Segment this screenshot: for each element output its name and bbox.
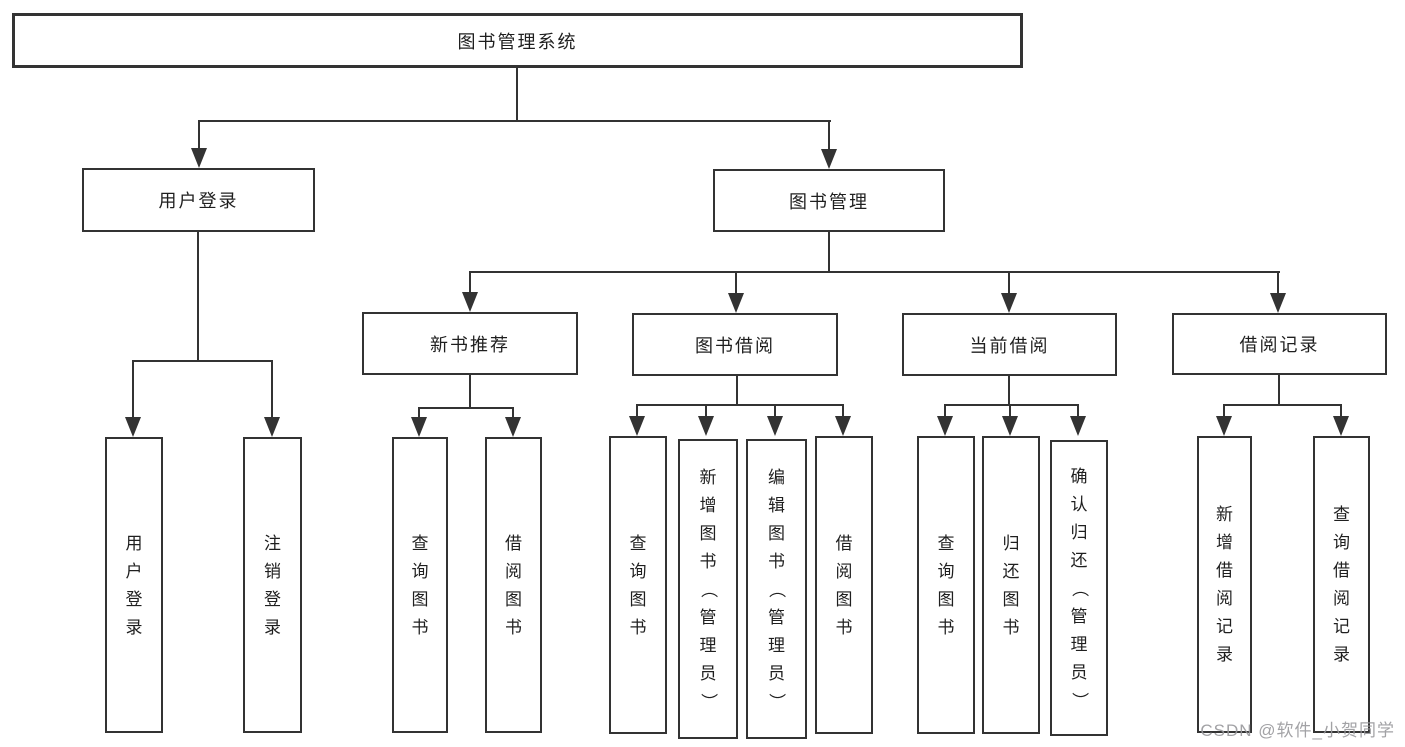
leaf-label: 借阅图书: [505, 533, 522, 637]
arrow-down-icon: [1002, 416, 1018, 436]
node-borrowing-records: 借阅记录: [1172, 313, 1387, 375]
leaf-label: 归还图书: [1002, 533, 1020, 637]
node-label: 新书推荐: [430, 334, 510, 355]
connector-line: [1223, 404, 1342, 406]
leaf-user-login: 用户登录: [105, 437, 163, 733]
connector-line: [736, 376, 738, 404]
arrow-down-icon: [1070, 416, 1086, 436]
node-book-management: 图书管理: [713, 169, 945, 232]
arrow-down-icon: [1270, 293, 1286, 313]
arrow-down-icon: [1216, 416, 1232, 436]
arrow-down-icon: [191, 148, 207, 168]
leaf-label: 新增图书（管理员）: [698, 467, 718, 710]
connector-line: [1077, 404, 1079, 417]
connector-line: [1009, 404, 1011, 417]
leaf-label: 查询图书: [937, 533, 955, 637]
connector-line: [1277, 271, 1279, 294]
connector-line: [132, 360, 273, 362]
arrow-down-icon: [629, 416, 645, 436]
node-label: 图书管理系统: [457, 31, 578, 52]
leaf-return-books: 归还图书: [982, 436, 1040, 734]
connector-line: [198, 120, 200, 150]
arrow-down-icon: [835, 416, 851, 436]
connector-line: [197, 232, 199, 360]
node-label: 图书管理: [789, 191, 869, 212]
arrow-down-icon: [411, 417, 427, 437]
connector-line: [271, 360, 273, 418]
arrow-down-icon: [698, 416, 714, 436]
connector-line: [469, 271, 471, 293]
node-user-login: 用户登录: [82, 168, 315, 232]
leaf-label: 借阅图书: [835, 533, 853, 637]
leaf-label: 注销登录: [264, 533, 281, 637]
connector-line: [944, 404, 946, 417]
connector-line: [705, 404, 707, 417]
arrow-down-icon: [937, 416, 953, 436]
node-book-borrowing: 图书借阅: [632, 313, 838, 376]
connector-line: [828, 232, 830, 271]
leaf-confirm-return-admin: 确认归还（管理员）: [1050, 440, 1108, 736]
leaf-query-books-borrowing: 查询图书: [609, 436, 667, 734]
leaf-borrow-books-recommend: 借阅图书: [485, 437, 542, 733]
connector-line: [469, 271, 1280, 273]
connector-line: [198, 120, 831, 122]
leaf-borrow-books-borrowing: 借阅图书: [815, 436, 873, 734]
arrow-down-icon: [462, 292, 478, 312]
connector-line: [512, 407, 514, 418]
connector-line: [1008, 376, 1010, 404]
leaf-add-borrow-record: 新增借阅记录: [1197, 436, 1252, 733]
connector-line: [1340, 404, 1342, 417]
connector-line: [516, 68, 518, 120]
arrow-down-icon: [821, 149, 837, 169]
connector-line: [828, 120, 830, 151]
leaf-label: 新增借阅记录: [1216, 505, 1233, 664]
arrow-down-icon: [125, 417, 141, 437]
connector-line: [1278, 375, 1280, 404]
connector-line: [774, 404, 776, 417]
arrow-down-icon: [1333, 416, 1349, 436]
leaf-query-books-current: 查询图书: [917, 436, 975, 734]
connector-line: [132, 360, 134, 418]
node-label: 图书借阅: [695, 335, 775, 356]
node-library-management-system: 图书管理系统: [12, 13, 1023, 68]
connector-line: [418, 407, 420, 418]
connector-line: [842, 404, 844, 417]
connector-line: [418, 407, 514, 409]
leaf-query-borrow-record: 查询借阅记录: [1313, 436, 1370, 733]
connector-line: [636, 404, 638, 417]
leaf-label: 查询借阅记录: [1333, 505, 1350, 664]
node-label: 借阅记录: [1239, 335, 1320, 355]
leaf-label: 确认归还（管理员）: [1069, 466, 1089, 709]
node-label: 当前借阅: [969, 335, 1050, 356]
leaf-edit-books-admin: 编辑图书（管理员）: [746, 439, 807, 739]
leaf-add-books-admin: 新增图书（管理员）: [678, 439, 738, 739]
leaf-label: 查询图书: [629, 533, 647, 637]
leaf-query-books-recommend: 查询图书: [392, 437, 448, 733]
leaf-label: 用户登录: [125, 533, 143, 637]
leaf-logout: 注销登录: [243, 437, 302, 733]
leaf-label: 编辑图书（管理员）: [767, 467, 786, 710]
arrow-down-icon: [264, 417, 280, 437]
arrow-down-icon: [505, 417, 521, 437]
arrow-down-icon: [767, 416, 783, 436]
arrow-down-icon: [1001, 293, 1017, 313]
arrow-down-icon: [728, 293, 744, 313]
connector-line: [469, 375, 471, 407]
node-label: 用户登录: [158, 191, 239, 211]
node-new-book-recommendation: 新书推荐: [362, 312, 578, 375]
connector-line: [944, 404, 1079, 406]
connector-line: [735, 271, 737, 294]
watermark-text: CSDN @软件_小贺同学: [1200, 721, 1395, 740]
connector-line: [1223, 404, 1225, 417]
connector-line: [1008, 271, 1010, 294]
connector-line: [636, 404, 844, 406]
leaf-label: 查询图书: [411, 533, 429, 637]
node-current-borrowing: 当前借阅: [902, 313, 1117, 376]
